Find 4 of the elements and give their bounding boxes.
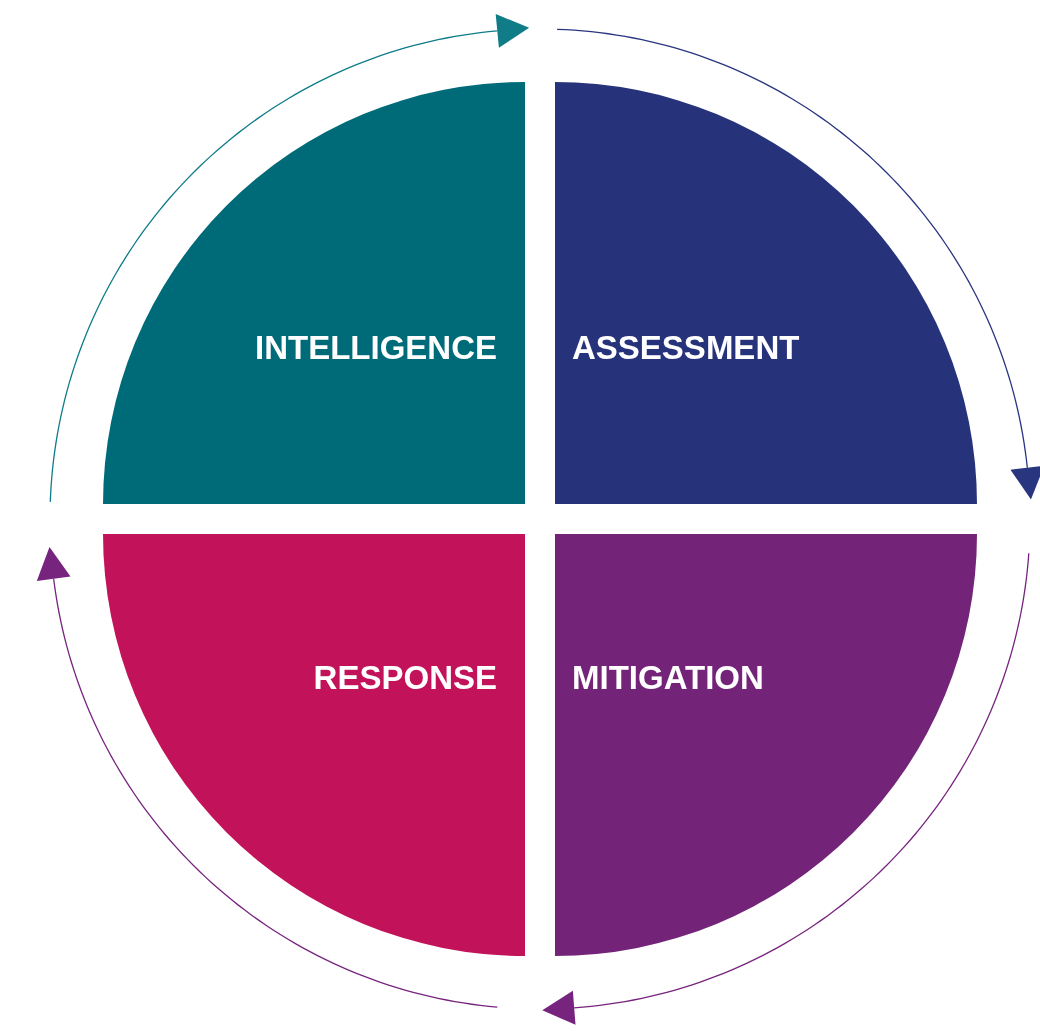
segment-label: INTELLIGENCE	[255, 331, 497, 364]
segment-label: RESPONSE	[313, 661, 497, 694]
segment-label: ASSESSMENT	[572, 331, 800, 364]
segment-label: MITIGATION	[572, 661, 764, 694]
